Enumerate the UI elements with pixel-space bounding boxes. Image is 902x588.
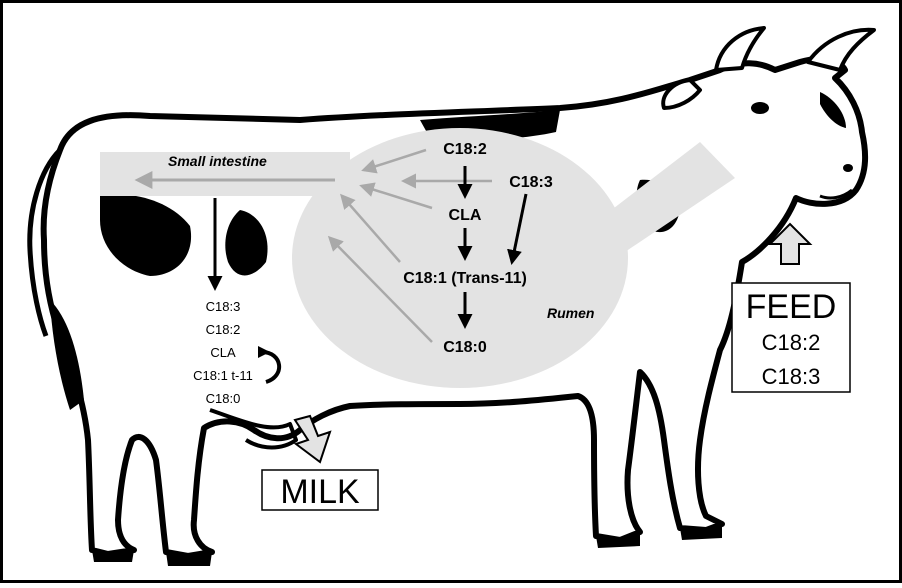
udder-item: C18:3 xyxy=(206,299,241,314)
small-intestine-label: Small intestine xyxy=(168,153,267,169)
udder-item: C18:1 t-11 xyxy=(193,368,253,383)
rumen-c18-1-label: C18:1 (Trans-11) xyxy=(403,270,527,287)
feed-title: FEED xyxy=(746,288,837,326)
rumen-c18-2-label: C18:2 xyxy=(443,141,487,158)
feed-box: FEED C18:2 C18:3 xyxy=(732,283,850,392)
udder-item: C18:0 xyxy=(206,391,241,406)
rumen-label: Rumen xyxy=(547,305,594,321)
feed-item: C18:2 xyxy=(762,330,821,355)
milk-box: MILK xyxy=(262,470,378,511)
udder-item: C18:2 xyxy=(206,322,241,337)
milk-title: MILK xyxy=(280,473,360,511)
feed-item: C18:3 xyxy=(762,364,821,389)
rumen-c18-3-label: C18:3 xyxy=(509,174,553,191)
udder-item: CLA xyxy=(210,345,236,360)
rumen-c18-0-label: C18:0 xyxy=(443,339,487,356)
rumen-cla-label: CLA xyxy=(449,207,482,224)
